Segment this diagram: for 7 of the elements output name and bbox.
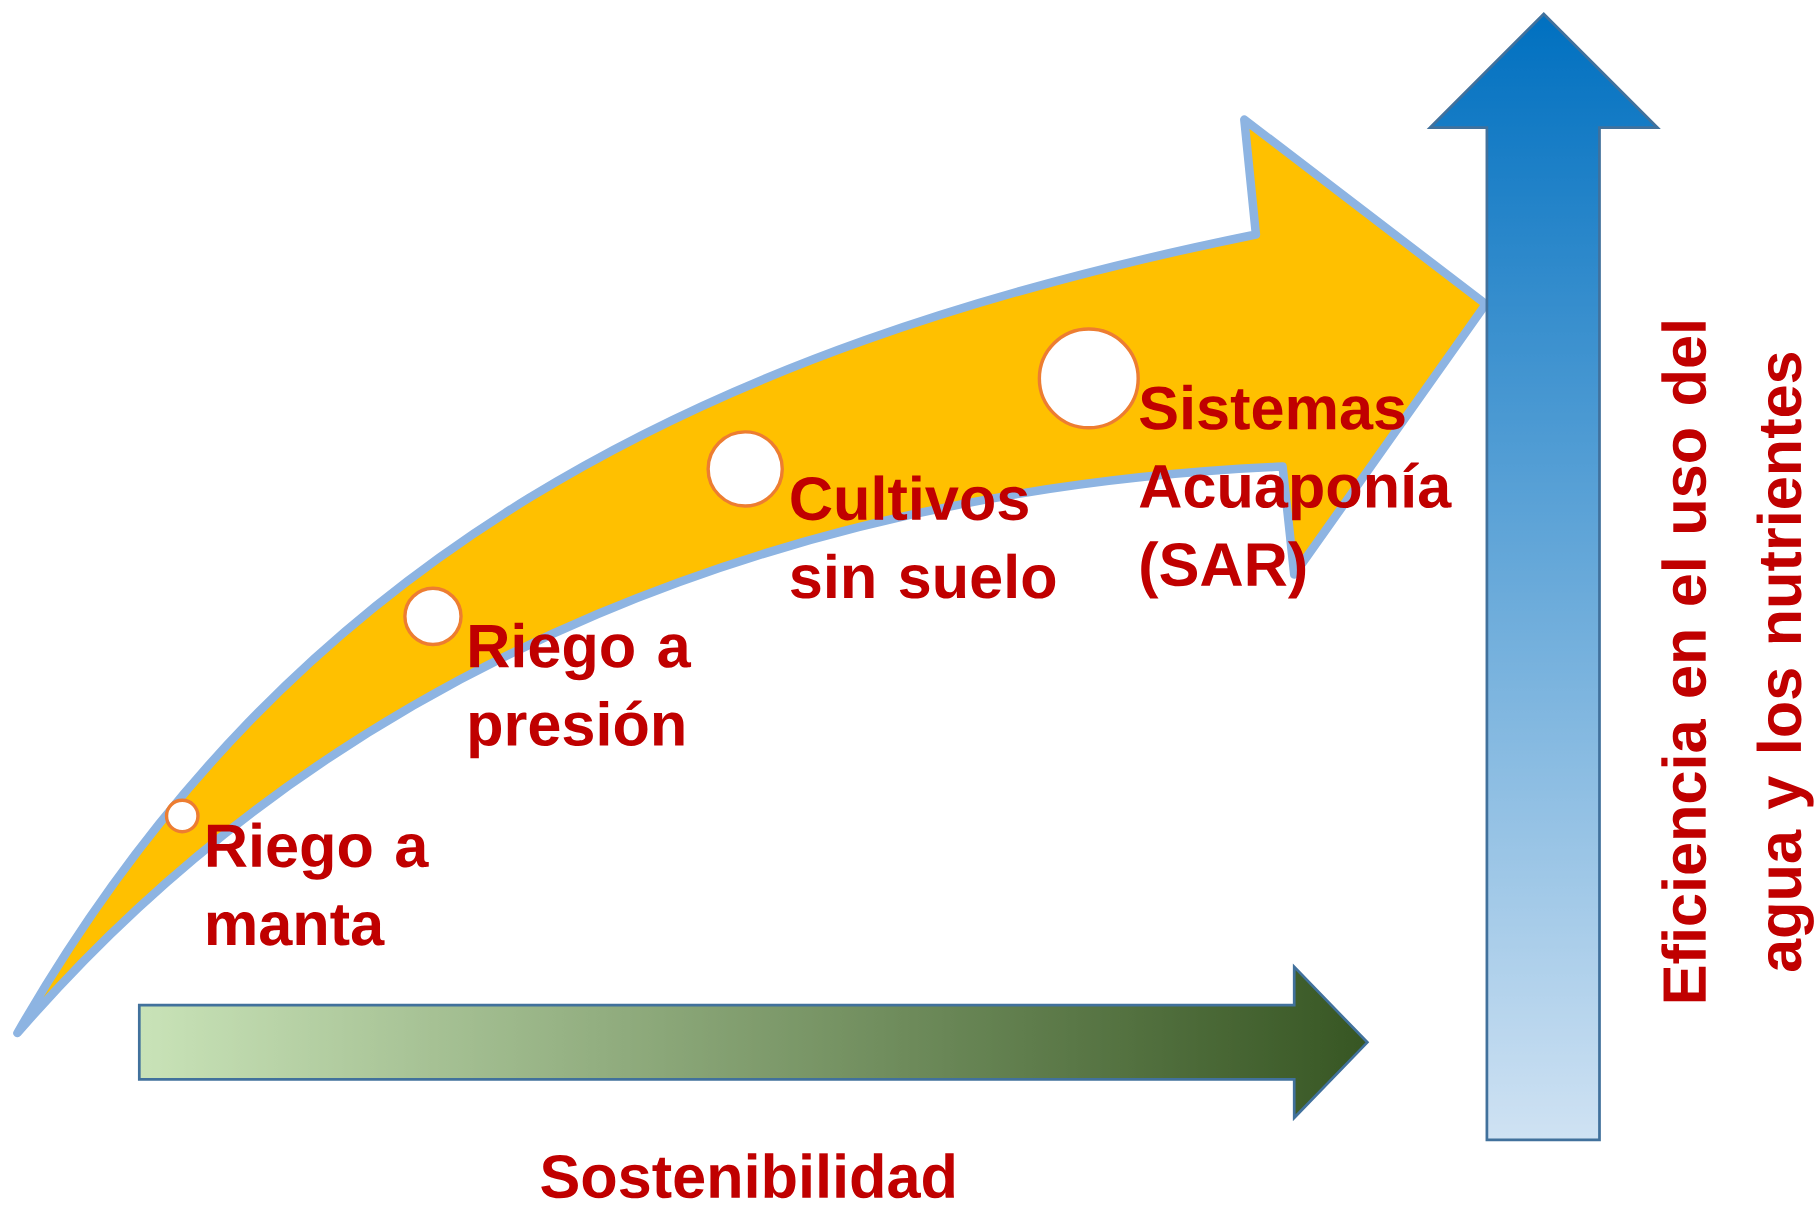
axis-label: Sostenibilidad — [541, 1153, 954, 1199]
circle-marker — [1037, 327, 1140, 430]
axis-label: Eficiencia en el uso del agua y los nutrientes — [1661, 322, 1814, 1002]
stage-label: Riego a manta — [207, 822, 429, 946]
circle-marker — [164, 798, 200, 834]
circle-marker — [403, 586, 463, 646]
circle-marker — [706, 430, 784, 508]
